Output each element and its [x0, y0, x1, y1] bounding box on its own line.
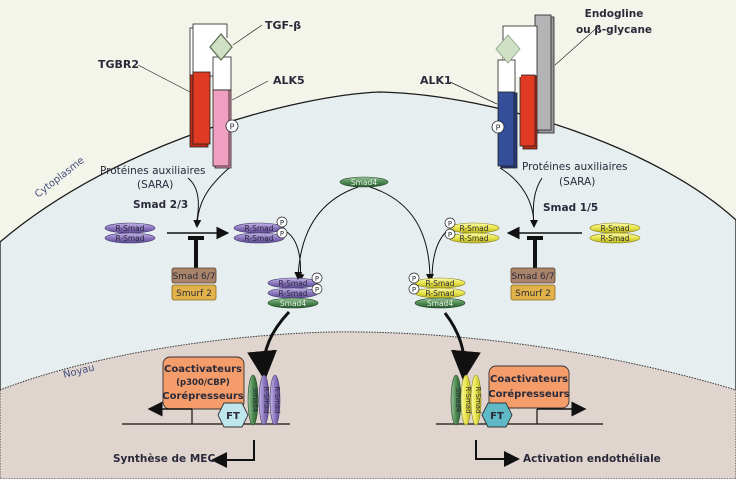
left-coactivator-box: Coactivateurs (p300/CBP) Corépresseurs — [162, 356, 245, 410]
svg-text:P: P — [230, 123, 235, 132]
left-sara-label: (SARA) — [137, 179, 173, 191]
svg-text:P: P — [315, 286, 319, 294]
left-rsmad-pair-phospho: R-Smad R-Smad P P — [233, 216, 288, 244]
ligand-icon — [495, 34, 521, 64]
right-smad-complex: R-Smad R-Smad Smad4 P P — [408, 272, 466, 309]
svg-text:Corépresseurs: Corépresseurs — [162, 390, 244, 402]
alk5-receptor — [212, 56, 232, 169]
left-smad-complex: R-Smad R-Smad Smad4 P P — [267, 272, 323, 309]
tgbr2-label: TGBR2 — [98, 58, 139, 71]
left-ft-factor: FT — [217, 402, 249, 428]
svg-text:Smad 6/7: Smad 6/7 — [511, 272, 554, 282]
right-rsmad-pair-inactive: R-Smad R-Smad — [589, 222, 641, 244]
svg-text:Smad4: Smad4 — [351, 178, 377, 187]
tgf-beta-ligand-icon — [209, 33, 233, 61]
svg-text:Smad4: Smad4 — [454, 388, 462, 413]
right-nuclear-smad-complex: Smad4 R-Smad R-Smad — [450, 374, 482, 426]
svg-text:R-Smad: R-Smad — [600, 234, 629, 243]
right-coactivator-box: Coactivateurs Corépresseurs — [488, 365, 570, 409]
endoglin-label-line1: Endogline — [585, 8, 644, 20]
svg-text:P: P — [280, 230, 284, 238]
svg-text:R-Smad: R-Smad — [278, 289, 307, 298]
left-auxiliary-label: Protéines auxiliaires — [100, 165, 206, 177]
svg-text:Corépresseurs: Corépresseurs — [488, 388, 570, 400]
svg-text:R-Smad: R-Smad — [600, 224, 629, 233]
svg-text:R-Smad: R-Smad — [115, 224, 144, 233]
svg-text:P: P — [280, 219, 284, 227]
svg-text:R-Smad: R-Smad — [273, 386, 281, 413]
alk1-label: ALK1 — [420, 74, 452, 87]
svg-text:R-Smad: R-Smad — [425, 279, 454, 288]
svg-text:P: P — [412, 275, 416, 283]
smad23-label: Smad 2/3 — [133, 199, 188, 211]
right-smurf2-box: Smurf 2 — [510, 284, 556, 301]
svg-text:R-Smad: R-Smad — [464, 386, 472, 413]
phospho-alk5: P — [225, 119, 239, 133]
alk5-label: ALK5 — [273, 74, 305, 87]
svg-text:R-Smad: R-Smad — [459, 224, 488, 233]
endoglin-label-line2: ou β-glycane — [576, 24, 652, 36]
svg-text:Coactivateurs: Coactivateurs — [164, 364, 242, 375]
svg-text:Smad 6/7: Smad 6/7 — [172, 272, 215, 282]
endoglin-coreceptor — [534, 14, 555, 134]
svg-text:P: P — [448, 231, 452, 239]
left-nuclear-smad-complex: Smad4 R-Smad R-Smad — [247, 374, 281, 426]
svg-text:Smurf 2: Smurf 2 — [176, 289, 212, 299]
alk1-receptor — [497, 59, 518, 169]
svg-text:R-Smad: R-Smad — [425, 289, 454, 298]
tgf-beta-label: TGF-β — [265, 19, 301, 32]
smad15-label: Smad 1/5 — [543, 202, 598, 214]
shared-smad4: Smad4 — [339, 176, 389, 188]
svg-text:R-Smad: R-Smad — [115, 234, 144, 243]
svg-text:Smad4: Smad4 — [280, 299, 306, 308]
svg-text:(p300/CBP): (p300/CBP) — [176, 378, 230, 388]
left-rsmad-pair-inactive: R-Smad R-Smad — [104, 222, 156, 244]
svg-text:P: P — [412, 286, 416, 294]
svg-text:Smad4: Smad4 — [251, 388, 259, 413]
svg-text:P: P — [315, 275, 319, 283]
svg-text:R-Smad: R-Smad — [474, 386, 482, 413]
right-auxiliary-label: Protéines auxiliaires — [522, 161, 628, 173]
left-smurf2-box: Smurf 2 — [171, 284, 217, 301]
svg-text:R-Smad: R-Smad — [262, 386, 270, 413]
left-smad67-box: Smad 6/7 — [171, 267, 217, 284]
svg-text:Coactivateurs: Coactivateurs — [490, 374, 568, 385]
svg-text:Smurf 2: Smurf 2 — [515, 289, 551, 299]
right-smad67-box: Smad 6/7 — [510, 267, 556, 284]
svg-text:FT: FT — [226, 411, 240, 422]
svg-text:FT: FT — [490, 411, 504, 422]
left-output-label: Synthèse de MEC — [113, 453, 215, 465]
right-ft-factor: FT — [481, 402, 513, 428]
right-output-label: Activation endothéliale — [523, 453, 661, 465]
right-rsmad-pair-phospho: R-Smad R-Smad P P — [444, 217, 500, 244]
svg-text:P: P — [448, 220, 452, 228]
svg-text:R-Smad: R-Smad — [244, 224, 273, 233]
phospho-alk1: P — [491, 120, 505, 134]
svg-text:Smad4: Smad4 — [427, 299, 453, 308]
right-sara-label: (SARA) — [559, 176, 595, 188]
svg-text:P: P — [496, 124, 501, 133]
svg-text:R-Smad: R-Smad — [244, 234, 273, 243]
svg-text:R-Smad: R-Smad — [278, 279, 307, 288]
svg-text:R-Smad: R-Smad — [459, 234, 488, 243]
